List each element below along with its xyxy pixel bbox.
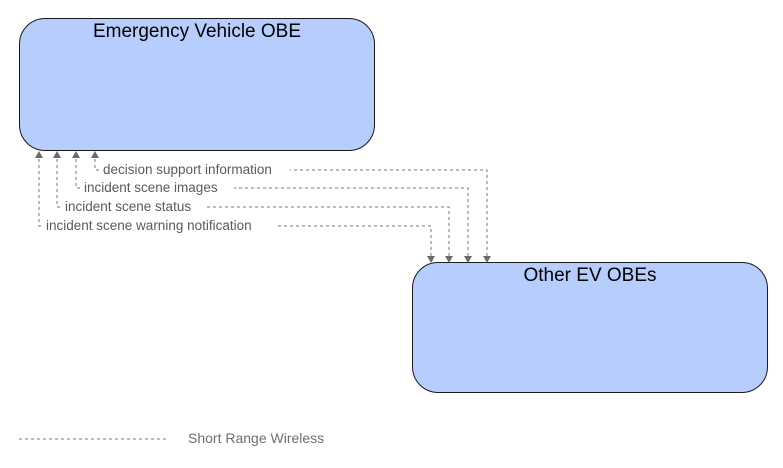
label-background — [80, 179, 234, 196]
flow-line — [38, 151, 432, 262]
flow-line — [94, 151, 488, 262]
arrowhead-down — [445, 256, 453, 263]
flow-label: decision support information — [103, 162, 272, 177]
label-background — [43, 217, 275, 234]
flow-label: incident scene images — [84, 180, 218, 195]
flow-incident-scene-warning-notification: incident scene warning notification — [35, 151, 435, 263]
arrowhead-up — [91, 151, 99, 158]
other-ev-obes-title: Other EV OBEs — [523, 265, 657, 286]
legend-label: Short Range Wireless — [188, 430, 325, 446]
arrowhead-up — [53, 151, 61, 158]
emergency-vehicle-obe-node: Emergency Vehicle OBE — [19, 18, 375, 151]
arrowhead-down — [483, 256, 491, 263]
other-ev-obes-node: Other EV OBEs — [412, 262, 768, 393]
flow-line — [56, 151, 450, 262]
flow-decision-support-information: decision support information — [91, 151, 491, 263]
arrowhead-up — [72, 151, 80, 158]
emergency-vehicle-obe-title: Emergency Vehicle OBE — [92, 21, 302, 42]
arrowhead-up — [35, 151, 43, 158]
flow-line — [75, 151, 469, 262]
flow-label: incident scene warning notification — [46, 218, 252, 233]
arrowhead-down — [464, 256, 472, 263]
flow-label: incident scene status — [65, 199, 191, 214]
flow-incident-scene-status: incident scene status — [53, 151, 453, 263]
label-background — [61, 198, 207, 215]
label-background — [99, 161, 290, 178]
flow-incident-scene-images: incident scene images — [72, 151, 472, 263]
arrowhead-down — [427, 256, 435, 263]
